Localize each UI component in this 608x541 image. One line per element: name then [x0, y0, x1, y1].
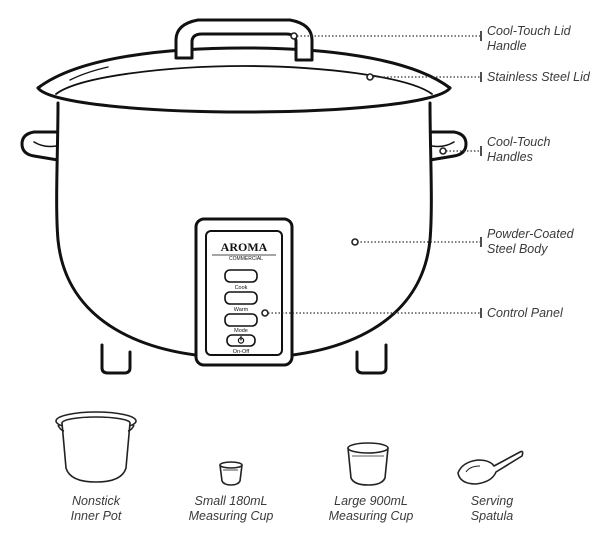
callout-body-line2: Steel Body	[487, 242, 548, 256]
dot-lid-handle	[290, 32, 298, 40]
right-handle-detail	[431, 141, 455, 148]
callout-lid-handle-line2: Handle	[487, 39, 527, 53]
spatula-icon	[457, 450, 524, 485]
brand-sub: COMMERCIAL	[229, 256, 263, 262]
warm-button[interactable]	[224, 291, 258, 305]
callout-handles: Cool-Touch Handles	[487, 135, 550, 165]
lid-top-curve	[36, 46, 452, 90]
dot-lid	[366, 73, 374, 81]
large-cup-icon	[347, 442, 389, 486]
callout-stainless-lid-line1: Stainless Steel Lid	[487, 70, 590, 84]
callout-lid-handle-line1: Cool-Touch Lid	[487, 24, 571, 38]
callout-handles-line1: Cool-Touch	[487, 135, 551, 149]
lid-inner-edge	[55, 65, 433, 95]
label-spatula-line2: Spatula	[470, 509, 514, 523]
right-foot	[355, 343, 388, 375]
lid-bottom-curve	[36, 86, 452, 114]
dot-handles	[439, 147, 447, 155]
dot-body	[351, 238, 359, 246]
cook-label: Cook	[235, 285, 248, 291]
callout-stainless-lid: Stainless Steel Lid	[487, 70, 590, 85]
label-small-cup-line1: Small 180mL	[194, 494, 268, 508]
callout-lid-handle: Cool-Touch Lid Handle	[487, 24, 571, 54]
callout-control-panel: Control Panel	[487, 306, 563, 321]
label-spatula: Serving Spatula	[452, 494, 532, 524]
right-handle	[428, 130, 468, 162]
label-inner-pot-line1: Nonstick	[72, 494, 120, 508]
cook-button[interactable]	[224, 269, 258, 283]
label-small-cup-line2: Measuring Cup	[188, 509, 274, 523]
inner-pot-icon	[55, 411, 137, 483]
label-large-cup-line1: Large 900mL	[334, 494, 408, 508]
on-off-label: On-Off	[233, 349, 250, 355]
left-handle-detail	[33, 141, 57, 148]
label-inner-pot: Nonstick Inner Pot	[56, 494, 136, 524]
callout-body: Powder-Coated Steel Body	[487, 227, 574, 257]
lid-highlight	[389, 62, 429, 76]
left-foot	[100, 343, 132, 375]
lid-handle	[174, 18, 314, 62]
label-spatula-line1: Serving	[470, 494, 514, 508]
mode-button[interactable]	[224, 313, 258, 327]
mode-label: Mode	[234, 328, 248, 334]
label-large-cup-line2: Measuring Cup	[328, 509, 414, 523]
lid-highlight-left	[69, 66, 109, 81]
label-small-cup: Small 180mL Measuring Cup	[176, 494, 286, 524]
brand-logo: AROMA	[221, 240, 268, 254]
dot-panel	[261, 309, 269, 317]
callout-handles-line2: Handles	[487, 150, 533, 164]
left-handle	[20, 130, 60, 162]
callout-control-panel-line1: Control Panel	[487, 306, 563, 320]
label-large-cup: Large 900mL Measuring Cup	[316, 494, 426, 524]
callout-body-line1: Powder-Coated	[487, 227, 574, 241]
label-inner-pot-line2: Inner Pot	[70, 509, 122, 523]
warm-label: Warm	[234, 307, 249, 313]
small-cup-icon	[219, 461, 243, 486]
